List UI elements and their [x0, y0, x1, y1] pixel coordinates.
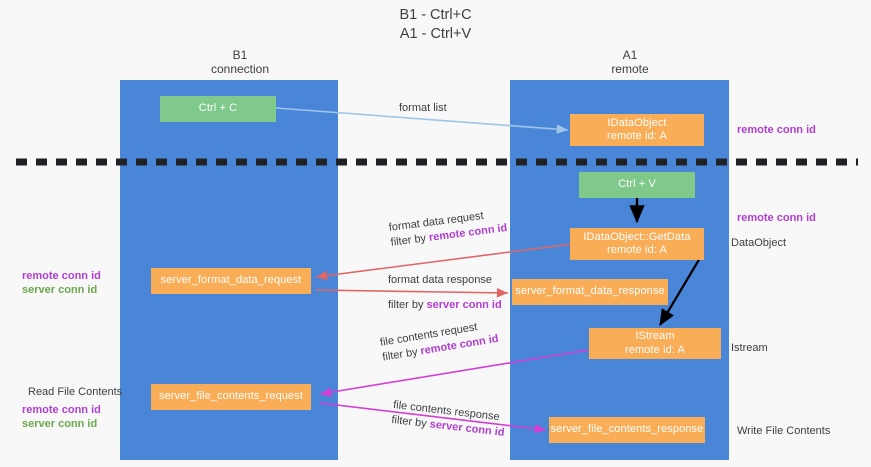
box-getdata-line-2: remote id: A — [607, 244, 667, 256]
box-server-format-data-request[interactable]: server_format_data_request — [151, 268, 311, 294]
diagram-title-line-2: A1 - Ctrl+V — [399, 26, 472, 42]
box-idataobject-getdata[interactable]: IDataObject::GetData remote id: A — [570, 228, 704, 260]
box-server-file-contents-response-label: server_file_contents_response — [550, 423, 704, 436]
box-idataobject[interactable]: IDataObject remote id: A — [570, 114, 704, 146]
box-ctrl-c[interactable]: Ctrl + C — [160, 96, 276, 122]
left-label-server-conn-id-2: server conn id — [22, 417, 97, 431]
right-label-write-file-contents-text: Write File Contents — [737, 425, 831, 437]
filter-prefix-2: filter by — [388, 299, 427, 311]
right-label-remote-conn-id-top-text: remote conn id — [737, 124, 816, 136]
box-istream-line-2: remote id: A — [625, 343, 685, 356]
right-label-remote-conn-id-top: remote conn id — [737, 123, 816, 137]
box-ctrl-v[interactable]: Ctrl + V — [579, 172, 695, 198]
box-getdata-line-1: IDataObject::GetData — [583, 230, 691, 243]
edge-label-format-data-response-text: format data response — [388, 274, 492, 286]
left-label-read-file-contents-text: Read File Contents — [28, 386, 123, 398]
edge-label-file-contents-request: file contents request filter by remote c… — [379, 317, 500, 366]
column-header-a1-name: A1 — [622, 48, 638, 62]
right-label-remote-conn-id-mid: remote conn id — [737, 211, 816, 225]
left-label-remote-conn-id-2-text: remote conn id — [22, 404, 101, 416]
box-server-format-data-response-label: server_format_data_response — [515, 285, 665, 298]
diagram-title-line-1: B1 - Ctrl+C — [399, 7, 472, 23]
right-label-istream-text: Istream — [731, 342, 768, 354]
box-server-file-contents-response[interactable]: server_file_contents_response — [549, 417, 705, 443]
left-label-remote-conn-id: remote conn id — [22, 269, 101, 283]
box-server-format-data-response[interactable]: server_format_data_response — [512, 279, 668, 305]
edge-label-format-data-response: format data response filter by server co… — [388, 273, 502, 313]
column-header-b1: B1 connection — [140, 48, 340, 76]
left-label-remote-conn-id-2: remote conn id — [22, 403, 101, 417]
filter-key-server-conn-id: server conn id — [426, 299, 502, 311]
edge-label-format-list: format list — [399, 101, 447, 116]
column-header-b1-name: B1 — [232, 48, 248, 62]
filter-prefix: filter by — [390, 231, 430, 249]
box-istream-line-1: IStream — [635, 330, 675, 342]
box-server-file-contents-request-label: server_file_contents_request — [158, 390, 304, 403]
left-label-server-conn-id-text: server conn id — [22, 284, 98, 296]
right-label-dataobject-text: DataObject — [731, 237, 787, 249]
column-header-a1: A1 remote — [530, 48, 730, 76]
column-header-b1-role: connection — [210, 62, 270, 76]
right-label-dataobject: DataObject — [731, 236, 786, 250]
edge-label-format-list-text: format list — [399, 102, 447, 114]
box-idataobject-line-1: IDataObject — [607, 116, 667, 129]
filter-prefix-4: filter by — [390, 413, 431, 431]
left-label-server-conn-id: server conn id — [22, 283, 97, 297]
edge-label-format-data-request: format data request filter by remote con… — [388, 206, 508, 251]
right-label-remote-conn-id-mid-text: remote conn id — [737, 212, 816, 224]
right-label-write-file-contents: Write File Contents — [737, 424, 830, 438]
column-header-a1-role: remote — [611, 62, 649, 76]
box-ctrl-v-label: Ctrl + V — [618, 178, 656, 191]
edge-label-file-contents-response: file contents response filter by server … — [391, 398, 507, 441]
edge-label-format-data-response-filter: filter by server conn id — [388, 298, 502, 313]
left-label-server-conn-id-2-text: server conn id — [22, 418, 98, 430]
box-idataobject-line-2: remote id: A — [607, 130, 667, 142]
box-server-file-contents-request[interactable]: server_file_contents_request — [151, 384, 311, 410]
box-ctrl-c-label: Ctrl + C — [198, 102, 238, 115]
left-label-remote-conn-id-text: remote conn id — [22, 270, 101, 282]
box-server-format-data-request-label: server_format_data_request — [160, 274, 302, 287]
left-label-read-file-contents: Read File Contents — [28, 385, 122, 399]
diagram-title: B1 - Ctrl+C A1 - Ctrl+V — [0, 6, 871, 44]
right-label-istream: Istream — [731, 341, 768, 355]
box-istream[interactable]: IStream remote id: A — [589, 328, 721, 359]
